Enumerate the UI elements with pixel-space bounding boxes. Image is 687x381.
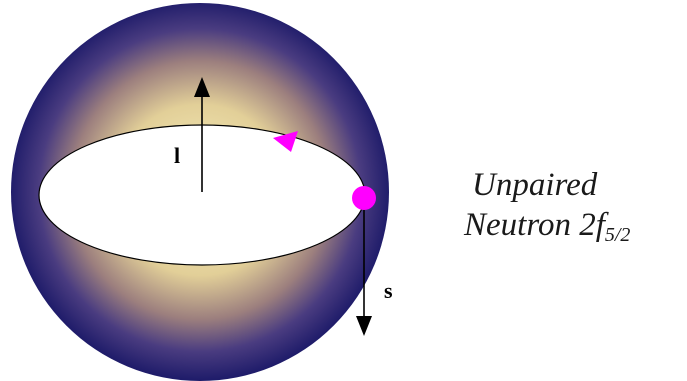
caption-orbital-name: Neutron 2f bbox=[464, 207, 605, 243]
caption-orbital-subscript: 5/2 bbox=[604, 224, 631, 246]
neutron-particle bbox=[352, 186, 376, 210]
caption-line-neutron: Neutron 2f5/2 bbox=[464, 205, 630, 245]
caption: Unpaired Neutron 2f5/2 bbox=[464, 165, 630, 245]
spin-vector-label: s bbox=[384, 278, 393, 303]
caption-line-unpaired: Unpaired bbox=[472, 167, 598, 203]
orbital-vector-label: l bbox=[174, 143, 180, 168]
spin-arrow bbox=[356, 200, 372, 336]
orbit-direction-arrow-icon bbox=[273, 131, 298, 152]
orbital-angular-momentum-arrow bbox=[194, 77, 210, 192]
